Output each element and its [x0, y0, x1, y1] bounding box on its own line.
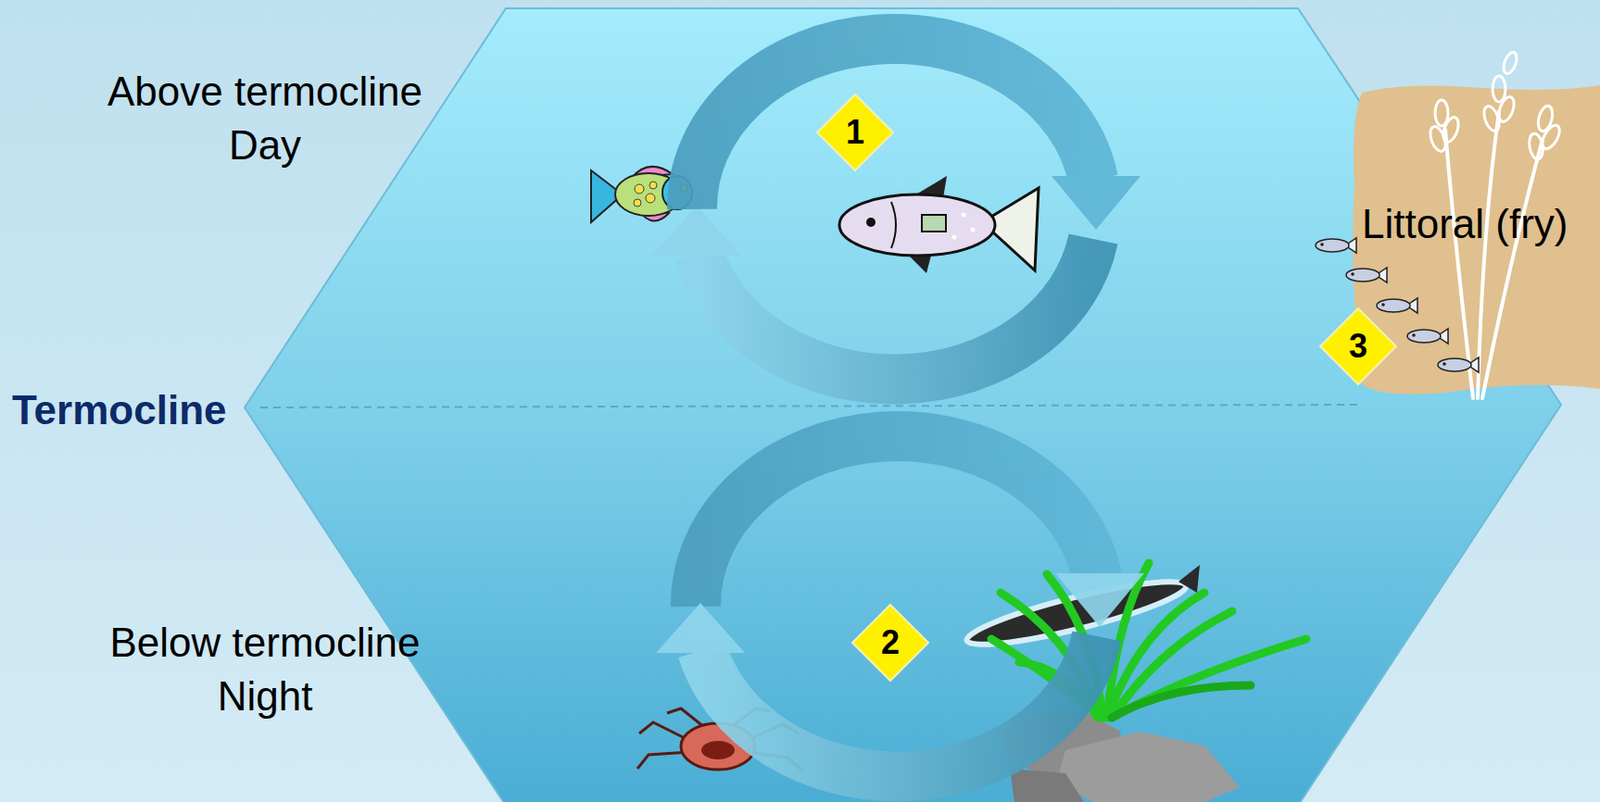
callout-diamond: 3 [1320, 308, 1397, 385]
diamond-outline [817, 94, 894, 171]
callout-number: 3 [1320, 308, 1397, 385]
zone-label: Below termocline Night [88, 616, 441, 724]
thermocline-label: Termocline [12, 383, 244, 438]
callout-diamond: 2 [852, 604, 929, 681]
callout-number: 2 [852, 604, 929, 681]
circulation-arrows-upper [652, 38, 1141, 379]
predator-fish [839, 176, 1039, 274]
callout-diamond: 1 [817, 94, 894, 171]
callout-number: 1 [817, 94, 894, 171]
water-weeds [991, 563, 1307, 719]
circulation-arrows-lower [655, 436, 1145, 777]
zone-name: Littoral (fry) [1361, 200, 1568, 249]
thermocline-line [260, 404, 1362, 408]
diamond-outline [852, 604, 929, 681]
zone-label: Above termocline Day [88, 64, 441, 173]
diamond-outline [1320, 308, 1397, 385]
